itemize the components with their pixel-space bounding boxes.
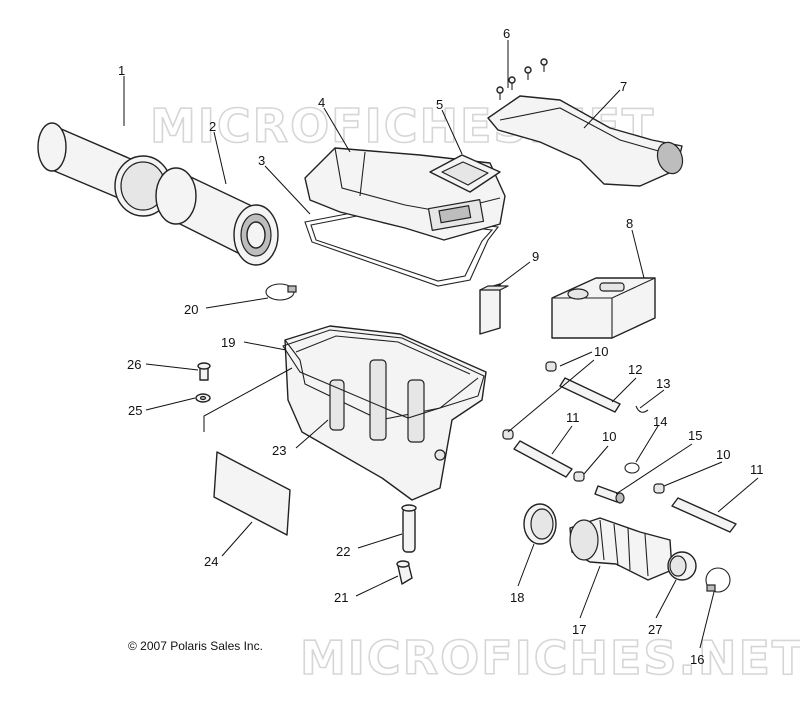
part-15-check-valve: [594, 485, 625, 504]
part-7-intake-duct: [487, 95, 684, 187]
part-11-tube-b: [671, 497, 737, 533]
callout-16: 16: [690, 652, 704, 667]
part-10-cap-c: [573, 471, 585, 482]
watermark-bottom: MICROFICHES.NET: [300, 631, 800, 685]
copyright-text: © 2007 Polaris Sales Inc.: [128, 639, 263, 653]
part-1-prefilter-sleeve: [37, 122, 172, 217]
part-23-airbox-base: [284, 325, 487, 501]
washer-hole: [199, 395, 207, 401]
callout-13: 13: [656, 376, 670, 391]
part-22-drain-tube: [401, 504, 417, 553]
part-21-drain-fitting: [396, 560, 413, 585]
part-12-tube: [559, 377, 621, 413]
callout-25: 25: [128, 403, 142, 418]
callout-5: 5: [436, 97, 443, 112]
part-10-cap-a: [545, 361, 557, 372]
callout-22: 22: [336, 544, 350, 559]
callout-26: 26: [127, 357, 141, 372]
callout-11-a: 11: [566, 410, 580, 425]
callout-7: 7: [620, 79, 627, 94]
part-2-air-filter: [155, 167, 279, 266]
callout-23: 23: [272, 443, 286, 458]
part-18-coupler: [523, 503, 557, 545]
part-5-intake-plate: [429, 154, 501, 193]
callout-14: 14: [653, 414, 667, 429]
part-6-screws: [496, 58, 548, 100]
part-26-bolt: [197, 362, 211, 381]
part-14-clamp: [624, 462, 640, 474]
callout-2: 2: [209, 119, 216, 134]
callout-9: 9: [532, 249, 539, 264]
part-9-foam-pad: [479, 283, 509, 335]
part-24-label: [213, 451, 291, 536]
callout-6: 6: [503, 26, 510, 41]
callout-1: 1: [118, 63, 125, 78]
callout-11-b: 11: [750, 462, 764, 477]
callout-20: 20: [184, 302, 198, 317]
part-11-tube-a: [513, 440, 573, 478]
callout-10-a: 10: [594, 344, 608, 359]
callout-8: 8: [626, 216, 633, 231]
callout-15: 15: [688, 428, 702, 443]
part-10-cap-d: [653, 483, 665, 494]
part-10-cap-b: [502, 429, 514, 440]
callout-17: 17: [572, 622, 586, 637]
callout-18: 18: [510, 590, 524, 605]
part-8-foam-block: [551, 277, 656, 339]
part-20-clamp: [265, 283, 297, 301]
callout-21: 21: [334, 590, 348, 605]
part-17-intake-boot: [569, 517, 673, 581]
callout-24: 24: [204, 554, 218, 569]
callout-19: 19: [221, 335, 235, 350]
part-13-clip: [635, 405, 649, 413]
callout-27: 27: [648, 622, 662, 637]
callout-10-c: 10: [716, 447, 730, 462]
callout-3: 3: [258, 153, 265, 168]
callout-4: 4: [318, 95, 325, 110]
part-19-base-seal: [282, 329, 485, 419]
part-27-end-cap: [667, 551, 697, 581]
part-16-clamp: [705, 567, 731, 593]
callout-12: 12: [628, 362, 642, 377]
leader-lines: [123, 40, 759, 649]
callout-10-b: 10: [602, 429, 616, 444]
callouts: 1 2 3 4 5 6 7 8 9 10 10 10 11 11 12 13 1…: [118, 26, 764, 667]
